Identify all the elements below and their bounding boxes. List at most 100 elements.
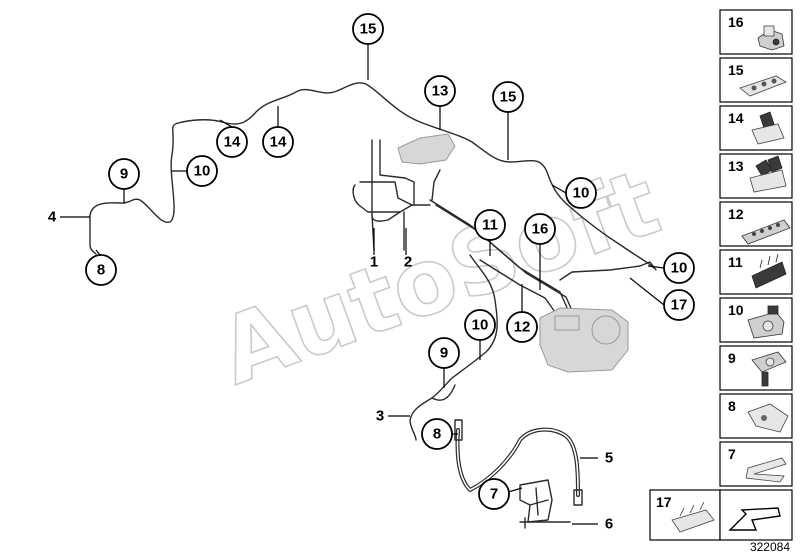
legend-arrow-cell (719, 489, 793, 541)
master-cylinder-block (397, 133, 456, 165)
callout-16: 16 (524, 213, 556, 245)
label-3: 3 (376, 408, 384, 425)
callout-11: 11 (474, 209, 506, 241)
callout-13-label: 13 (432, 83, 449, 100)
legend-item-15: 15 (719, 57, 793, 103)
legend-number-9: 9 (728, 350, 736, 366)
callout-14b-label: 14 (270, 134, 287, 151)
callout-10c: 10 (663, 252, 695, 284)
leader-10c (647, 265, 665, 269)
callout-8b-label: 8 (433, 426, 441, 443)
bracket-clip-icon (747, 305, 785, 339)
callout-15b-label: 15 (500, 89, 517, 106)
leader-8a (95, 249, 101, 256)
callout-13: 13 (424, 75, 456, 107)
callout-9a-label: 9 (120, 166, 128, 183)
callout-8a-label: 8 (97, 262, 105, 279)
callout-15a-label: 15 (360, 21, 377, 38)
callout-8a: 8 (85, 254, 117, 286)
abs-unit-port (554, 315, 580, 331)
callout-15a: 15 (352, 13, 384, 45)
spring-clip-icon (745, 457, 787, 483)
callout-17-label: 17 (671, 297, 688, 314)
master-cylinder-body (397, 133, 456, 165)
banjo-bolt (519, 517, 571, 529)
clip-set-icon (671, 501, 715, 533)
label-6: 6 (605, 516, 613, 533)
flexible-brake-hose-inner (456, 428, 579, 496)
pipe-up-right (431, 169, 441, 201)
parts-legend: 16 15 14 (649, 9, 793, 541)
callout-10a: 10 (186, 155, 218, 187)
leader-17 (629, 277, 665, 306)
arrow-icon (728, 507, 781, 531)
callout-12-label: 12 (514, 319, 531, 336)
legend-number-8: 8 (728, 398, 736, 414)
leader-lines (60, 44, 665, 525)
double-clip-icon (749, 155, 787, 193)
hose-fitting-right (573, 489, 583, 506)
lower-pipe-branch (431, 384, 456, 401)
callout-10d: 10 (464, 309, 496, 341)
pipe-loop-b (379, 139, 415, 206)
callout-10b-label: 10 (573, 185, 590, 202)
callout-8b: 8 (421, 418, 453, 450)
callout-16-label: 16 (532, 221, 549, 238)
callout-14b: 14 (262, 126, 294, 158)
label-4: 4 (48, 209, 57, 226)
pipe-holder-multi-icon (739, 75, 787, 97)
label-2: 2 (404, 254, 412, 271)
callout-10a-label: 10 (194, 163, 211, 180)
legend-item-17: 17 (649, 489, 721, 541)
abs-unit-pump (591, 315, 621, 345)
clip-holder-icon (757, 25, 785, 51)
label-1: 1 (370, 254, 378, 271)
legend-number-12: 12 (728, 206, 744, 222)
flexible-brake-hose (455, 427, 580, 497)
callout-10d-label: 10 (472, 317, 489, 334)
callout-12: 12 (506, 311, 538, 343)
callout-10c-label: 10 (671, 260, 688, 277)
callout-7-label: 7 (490, 486, 498, 503)
callout-14a: 14 (216, 126, 248, 158)
callout-14a-label: 14 (224, 134, 241, 151)
legend-item-8: 8 (719, 393, 793, 439)
callout-9a: 9 (108, 158, 140, 190)
legend-item-16: 16 (719, 9, 793, 55)
lower-brake-pipe (409, 254, 498, 441)
legend-number-11: 11 (728, 254, 743, 270)
comb-holder-icon (751, 253, 787, 289)
brake-pipes (89, 82, 657, 506)
caliper-bracket (519, 479, 571, 529)
legend-item-14: 14 (719, 105, 793, 151)
legend-number-7: 7 (728, 446, 736, 462)
bracket-detail (529, 487, 549, 516)
callout-11-label: 11 (482, 217, 498, 234)
pipe-loop-c (352, 184, 401, 213)
multi-pipe-holder-icon (741, 219, 791, 245)
legend-item-10: 10 (719, 297, 793, 343)
legend-number-14: 14 (728, 110, 744, 126)
legend-number-13: 13 (728, 158, 744, 174)
legend-item-7: 7 (719, 441, 793, 487)
label-5: 5 (605, 450, 613, 467)
legend-number-16: 16 (728, 14, 744, 30)
leader-7 (507, 487, 523, 493)
leader-14a (219, 119, 233, 128)
upper-pipe-end-left (89, 214, 97, 255)
callout-15b: 15 (492, 81, 524, 113)
legend-item-12: 12 (719, 201, 793, 247)
abs-hydraulic-unit (539, 307, 629, 373)
legend-number-17: 17 (656, 494, 672, 510)
legend-number-10: 10 (728, 302, 744, 318)
callout-17: 17 (663, 289, 695, 321)
callout-9b-label: 9 (440, 345, 448, 362)
leader-10b (551, 184, 567, 194)
callout-9b: 9 (428, 337, 460, 369)
legend-item-9: 9 (719, 345, 793, 391)
legend-item-11: 11 (719, 249, 793, 295)
bracket-outline (519, 479, 553, 523)
hose-fitting-left (454, 419, 463, 441)
screw-clip-icon (751, 351, 787, 387)
